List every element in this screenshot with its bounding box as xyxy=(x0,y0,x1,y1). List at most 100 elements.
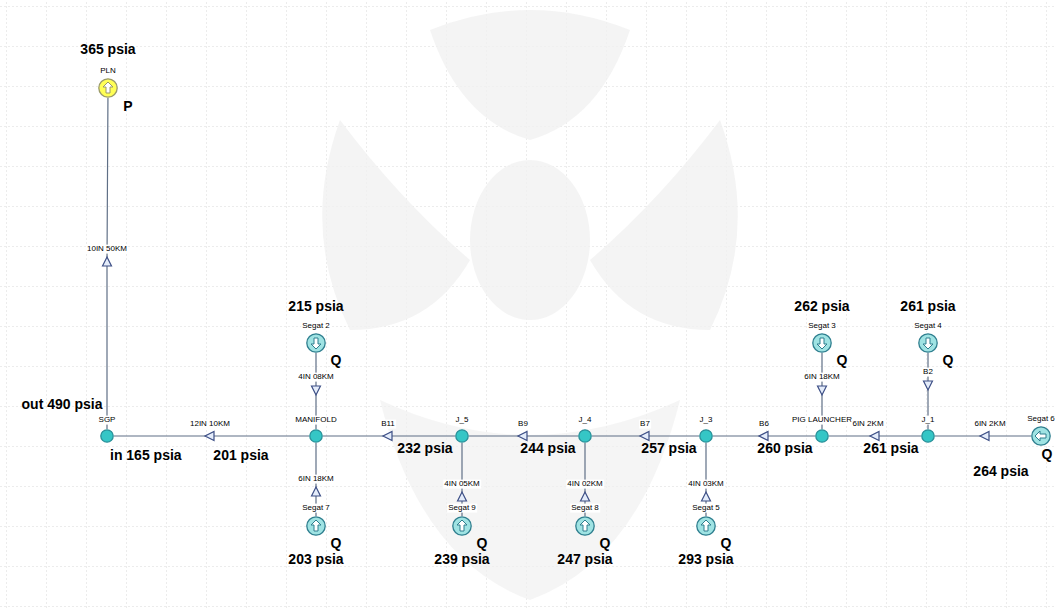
pipe-label: B9 xyxy=(517,420,529,429)
junction-node: J_3257 psia xyxy=(699,429,713,443)
pressure-label: Q xyxy=(477,536,488,551)
source-node: Segat 6Q264 psia xyxy=(1031,426,1051,446)
node-symbol xyxy=(306,516,326,536)
node-name: J_5 xyxy=(455,416,470,425)
pipe-label: 4IN 03KM xyxy=(687,480,725,489)
node-symbol xyxy=(1031,426,1051,446)
node-name: PLN xyxy=(99,67,117,76)
pressure-label: in 165 psia xyxy=(110,448,182,463)
pressure-label: 244 psia xyxy=(520,441,575,456)
junction-node: J_5232 psia xyxy=(455,429,469,443)
node-name: J_4 xyxy=(578,416,593,425)
pressure-label: 262 psia xyxy=(794,299,849,314)
pipe-line xyxy=(469,435,578,436)
pipe-line xyxy=(935,435,1031,436)
node-symbol xyxy=(918,333,938,353)
pressure-label: Q xyxy=(1042,447,1053,462)
node-symbol xyxy=(306,333,326,353)
source-node: Segat 5Q293 psia xyxy=(696,516,716,536)
node-name: J_3 xyxy=(699,416,714,425)
pressure-label: Q xyxy=(721,536,732,551)
node-name: Segat 2 xyxy=(301,322,331,331)
source-node: 261 psiaSegat 4Q xyxy=(918,333,938,353)
pressure-label: 232 psia xyxy=(397,441,452,456)
node-name: SGP xyxy=(98,416,117,425)
pressure-label: 293 psia xyxy=(678,552,733,567)
pipe-label: 4IN 02KM xyxy=(566,480,604,489)
junction-node: PIG LAUNCHER260 psia xyxy=(815,429,829,443)
watermark xyxy=(322,10,738,600)
pipe-label: 6IN 18KM xyxy=(297,475,335,484)
source-node: Segat 9Q239 psia xyxy=(452,516,472,536)
node-name: Segat 3 xyxy=(807,322,837,331)
pipe-line xyxy=(106,98,108,429)
pressure-label: 201 psia xyxy=(213,448,268,463)
node-symbol xyxy=(575,516,595,536)
pipe-label: 4IN 05KM xyxy=(443,480,481,489)
pressure-label: 215 psia xyxy=(288,299,343,314)
pressure-label: Q xyxy=(331,536,342,551)
source-node: Segat 8Q247 psia xyxy=(575,516,595,536)
pipe-line xyxy=(114,435,309,436)
pressure-label: 365 psia xyxy=(80,42,135,57)
pipe-label: 4IN 08KM xyxy=(297,373,335,382)
source-node: 262 psiaSegat 3Q xyxy=(812,333,832,353)
node-symbol xyxy=(815,429,829,443)
node-name: Segat 8 xyxy=(570,504,600,513)
node-name: Segat 6 xyxy=(1026,415,1055,424)
pressure-label: 264 psia xyxy=(973,464,1028,479)
pressure-label: Q xyxy=(331,353,342,368)
node-name: Segat 5 xyxy=(691,504,721,513)
pipe-label: 6IN 2KM xyxy=(973,420,1006,429)
junction-node: MANIFOLD201 psia xyxy=(309,429,323,443)
node-symbol xyxy=(812,333,832,353)
pressure-label: 239 psia xyxy=(434,552,489,567)
pipe-line xyxy=(829,435,921,436)
pressure-label: 257 psia xyxy=(641,441,696,456)
node-symbol xyxy=(309,429,323,443)
pressure-label: P xyxy=(123,99,132,114)
source-node: Segat 7Q203 psia xyxy=(306,516,326,536)
node-name: Segat 7 xyxy=(301,504,331,513)
pipe-label: B6 xyxy=(758,420,770,429)
pipe-label: 6IN 2KM xyxy=(851,420,884,429)
node-symbol xyxy=(98,78,118,98)
pressure-label: 260 psia xyxy=(757,441,812,456)
pressure-label: 261 psia xyxy=(900,299,955,314)
pipe-line xyxy=(323,435,455,436)
pressure-label: Q xyxy=(943,353,954,368)
pressure-label: 261 psia xyxy=(863,441,918,456)
node-symbol xyxy=(921,429,935,443)
node-name: J_1 xyxy=(921,416,936,425)
pipe-label: 6IN 18KM xyxy=(803,373,841,382)
node-symbol xyxy=(699,429,713,443)
pipe-line xyxy=(592,435,699,436)
node-symbol xyxy=(100,429,114,443)
pressure-label: 247 psia xyxy=(557,552,612,567)
pressure-label: out 490 psia xyxy=(22,397,103,412)
junction-node: J_4244 psia xyxy=(578,429,592,443)
source-node: 215 psiaSegat 2Q xyxy=(306,333,326,353)
pipe-label: B7 xyxy=(639,420,651,429)
node-symbol xyxy=(452,516,472,536)
pipe-label: 12IN 10KM xyxy=(189,420,231,429)
source-node: 365 psiaPLNP xyxy=(98,78,118,98)
junction-node: out 490 psiaSGPin 165 psia xyxy=(100,429,114,443)
node-name: Segat 9 xyxy=(447,504,477,513)
node-symbol xyxy=(455,429,469,443)
pressure-label: Q xyxy=(600,536,611,551)
node-name: PIG LAUNCHER xyxy=(791,416,853,425)
node-symbol xyxy=(696,516,716,536)
pressure-label: 203 psia xyxy=(288,552,343,567)
pipe-label: B11 xyxy=(380,420,396,429)
pipe-label: 10IN 50KM xyxy=(86,245,128,254)
junction-node: J_1261 psia xyxy=(921,429,935,443)
pressure-label: Q xyxy=(837,353,848,368)
node-name: Segat 4 xyxy=(913,322,943,331)
pipe-label: B2 xyxy=(922,368,934,377)
node-name: MANIFOLD xyxy=(294,416,337,425)
node-symbol xyxy=(578,429,592,443)
